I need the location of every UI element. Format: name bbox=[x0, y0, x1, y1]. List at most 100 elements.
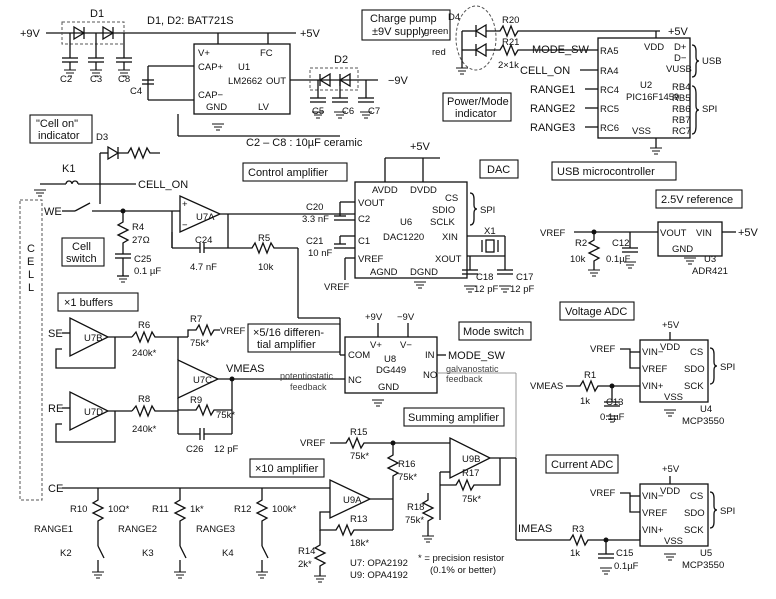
label-c12: C12 bbox=[612, 238, 629, 249]
vadc-supply-5v: +5V bbox=[662, 320, 680, 331]
dac-vref-net: VREF bbox=[324, 282, 350, 293]
ref-supply-5v: +5V bbox=[738, 227, 759, 239]
label-r11: R11 bbox=[152, 504, 169, 515]
u2-pin-vdd: VDD bbox=[644, 42, 664, 53]
power-mode-callout bbox=[442, 92, 512, 122]
u8-supply-neg: −9V bbox=[397, 312, 415, 323]
u5-pin-vss: VSS bbox=[664, 536, 683, 547]
u4-pin-vss: VSS bbox=[664, 392, 683, 403]
label-c13: C13 bbox=[606, 397, 623, 408]
u6-pin-agnd: AGND bbox=[370, 267, 398, 278]
label-r7-value: 75k* bbox=[190, 338, 209, 349]
u6-part: DAC1220 bbox=[383, 232, 424, 243]
label-d4: D4 bbox=[448, 12, 460, 23]
label-range3: RANGE3 bbox=[196, 524, 235, 535]
u6-pin-vref: VREF bbox=[358, 254, 384, 265]
u3-adr421-box bbox=[657, 221, 723, 257]
current-adc-title: Current ADC bbox=[551, 459, 613, 471]
label-d1d2-type: D1, D2: BAT721S bbox=[147, 15, 234, 27]
label-r9: R9 bbox=[190, 395, 202, 406]
label-k2: K2 bbox=[60, 548, 72, 559]
u2-pin-rb5: RB5 bbox=[672, 93, 690, 104]
cell-letter: E bbox=[27, 256, 34, 268]
dac-callout bbox=[479, 159, 519, 179]
u4-part: MCP3550 bbox=[682, 416, 724, 427]
label-cell-on: CELL_ON bbox=[138, 179, 188, 191]
cadc-supply-5v: +5V bbox=[662, 464, 680, 475]
ground-icon bbox=[34, 189, 46, 197]
label-r17-value: 75k* bbox=[462, 494, 481, 505]
mcu-mode-sw-net: MODE_SW bbox=[532, 44, 589, 56]
mode-switch-section: Mode switch +9V −9V V+ V− COM U8 IN DG44… bbox=[280, 312, 532, 505]
label-r15: R15 bbox=[350, 427, 367, 438]
label-c26-value: 12 pF bbox=[214, 444, 238, 455]
u3-name: U3 bbox=[704, 254, 716, 265]
charge-pump-callout bbox=[361, 9, 451, 41]
u3-pin-vin: VIN bbox=[696, 228, 712, 239]
current-adc-callout bbox=[545, 454, 619, 474]
ground-icon bbox=[684, 257, 696, 265]
u3-part: ADR421 bbox=[692, 266, 728, 277]
label-r20: R20 bbox=[502, 15, 519, 26]
label-r5-value: 10k bbox=[258, 262, 274, 273]
ground-icon bbox=[422, 535, 434, 543]
cell-letter: C bbox=[27, 243, 35, 255]
label-r21-value: 2×1k bbox=[498, 60, 519, 71]
u2-pin-vss: VSS bbox=[632, 126, 651, 137]
label-r16: R16 bbox=[398, 459, 415, 470]
label-c13-value: 0.1µF bbox=[600, 412, 625, 423]
u1-pin-fc: FC bbox=[260, 48, 273, 59]
ground-icon bbox=[664, 553, 676, 561]
led-icon bbox=[474, 23, 487, 39]
u6-pin-sclk: SCLK bbox=[430, 217, 455, 228]
u8-pin-gnd: GND bbox=[378, 382, 399, 393]
control-amp-title: Control amplifier bbox=[248, 167, 328, 179]
dac-section: DAC +5V AVDD DVDD VOUT CS SDIO SCLK C2 U… bbox=[302, 141, 534, 295]
cell-connector: C E L L WE SE RE CE bbox=[19, 199, 63, 501]
ground-icon bbox=[90, 69, 102, 77]
label-x1: X1 bbox=[484, 226, 496, 237]
summing-amp-callout bbox=[403, 407, 505, 427]
label-c20-value: 3.3 nF bbox=[302, 214, 329, 225]
ground-icon bbox=[606, 415, 618, 423]
u2-pin-rb6: RB6 bbox=[672, 104, 690, 115]
cell-on-indicator-section: "Cell on" indicator D3 K1 CELL_ON bbox=[29, 114, 188, 191]
mcu-range1-net: RANGE1 bbox=[530, 84, 575, 96]
label-r3-value: 1k bbox=[570, 548, 580, 559]
u3-pin-vout: VOUT bbox=[660, 228, 687, 239]
label-r6: R6 bbox=[138, 320, 150, 331]
label-u7a: U7A bbox=[196, 212, 215, 223]
diff-vref-net: VREF bbox=[220, 326, 246, 337]
label-c17-value: 12 pF bbox=[510, 284, 534, 295]
label-range1: RANGE1 bbox=[34, 524, 73, 535]
u7d-opamp bbox=[69, 390, 110, 432]
u6-spi-label: SPI bbox=[480, 205, 495, 216]
diode-icon bbox=[338, 72, 351, 88]
mcu-supply-5v: +5V bbox=[668, 26, 689, 38]
u6-pin-cs: CS bbox=[445, 193, 458, 204]
u5-mcp3550-box bbox=[639, 483, 709, 547]
u2-pin-rc5: RC5 bbox=[600, 104, 619, 115]
mcu-section: D4 green red R20 +5V R21 2×1k MODE_SW Po… bbox=[424, 5, 722, 181]
cell-on-subtitle: indicator bbox=[38, 130, 80, 142]
vadc-vmeas-net: VMEAS bbox=[530, 381, 563, 392]
u8-pin-vplus: V+ bbox=[370, 340, 382, 351]
u4-mcp3550-box bbox=[639, 339, 709, 403]
u8-pin-com: COM bbox=[348, 350, 370, 361]
label-r1-value: 1k bbox=[580, 396, 590, 407]
label-neg9v: −9V bbox=[388, 75, 409, 87]
label-k3: K3 bbox=[142, 548, 154, 559]
u4-pin-vref: VREF bbox=[642, 364, 668, 375]
label-c21-value: 10 nF bbox=[308, 248, 332, 259]
label-c3: C3 bbox=[90, 74, 102, 85]
current-adc-section: Current ADC +5V VDD VIN− CS VREF SDO VIN… bbox=[545, 454, 735, 572]
u8-pin-vminus: V− bbox=[400, 340, 412, 351]
label-c21: C21 bbox=[306, 236, 323, 247]
d2-package bbox=[309, 67, 359, 91]
label-r15-value: 75k* bbox=[350, 451, 369, 462]
pin-re: RE bbox=[48, 403, 63, 415]
buffer-diff-amp-section: ×1 buffers U7B R6 240k* R7 75k* VREF ×5/… bbox=[55, 292, 341, 455]
d4-package bbox=[455, 5, 497, 71]
label-r12: R12 bbox=[234, 504, 251, 515]
